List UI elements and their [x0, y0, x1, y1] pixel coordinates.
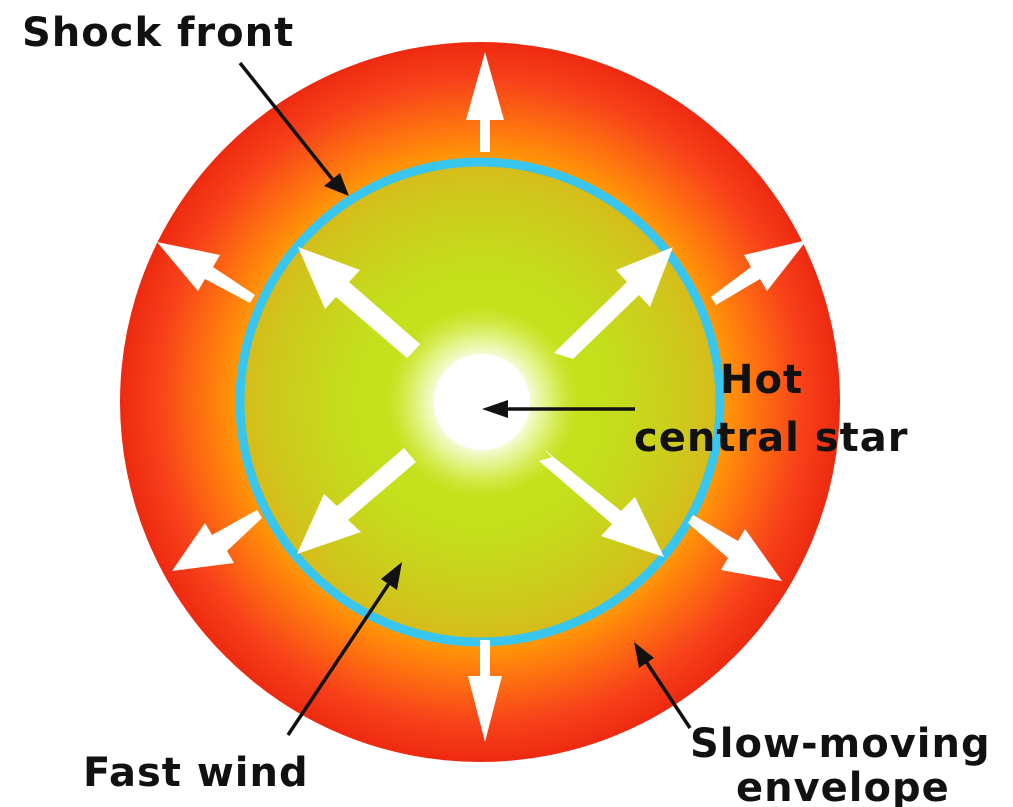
outer-arrow-nw	[157, 242, 255, 303]
inner-arrow-ne	[554, 247, 673, 359]
outer-arrows	[157, 52, 807, 742]
central-star-pointer-head	[482, 400, 508, 418]
inner-arrow-sw	[297, 448, 416, 554]
fast-wind-pointer-line	[286, 581, 392, 736]
pointer-arrows	[238, 61, 692, 736]
inner-arrows	[297, 247, 673, 557]
envelope-pointer-head	[634, 642, 654, 668]
outer-arrow-ne	[711, 240, 807, 305]
shock-front-pointer-head	[324, 173, 349, 196]
outer-arrow-n	[466, 52, 504, 152]
slow-moving-envelope-label-line1: Slow-moving	[690, 721, 991, 767]
fast-wind-label: Fast wind	[83, 750, 309, 796]
outer-arrow-sw	[172, 510, 262, 571]
inner-arrow-nw	[298, 247, 420, 358]
hot-central-star-label-line1: Hot	[720, 357, 803, 403]
outer-arrow-se	[688, 515, 782, 581]
outer-arrow-s	[468, 640, 502, 742]
fast-wind-pointer-head	[381, 562, 402, 590]
central-star	[434, 354, 530, 450]
slow-moving-envelope-label-line2: envelope	[736, 765, 950, 807]
shock-front-label: Shock front	[22, 10, 294, 56]
inner-arrow-se	[539, 451, 664, 557]
envelope-pointer-line	[643, 659, 692, 729]
hot-central-star-label-line2: central star	[634, 415, 908, 461]
shock-front-pointer-line	[238, 61, 335, 182]
